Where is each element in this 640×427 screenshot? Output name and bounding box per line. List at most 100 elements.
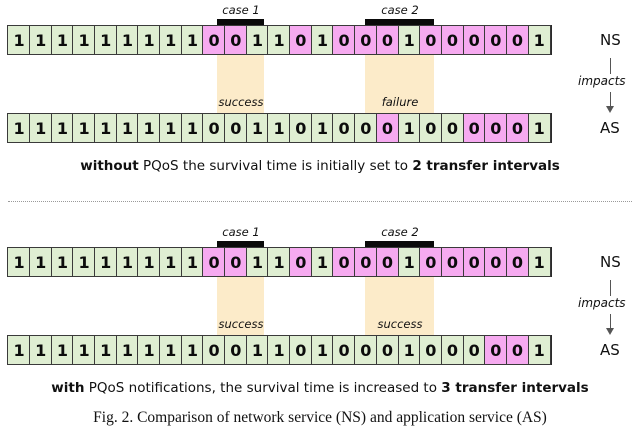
- bit-cell: 0: [462, 335, 486, 365]
- bit-cell: 0: [462, 247, 486, 277]
- panel-divider: [8, 201, 632, 202]
- bit-cell: 1: [29, 247, 53, 277]
- as-label-p1: AS: [600, 119, 620, 137]
- bit-cell: 0: [440, 247, 465, 277]
- bit-cell: 1: [159, 247, 183, 277]
- bit-cell: 1: [527, 247, 551, 277]
- bit-cell: 0: [440, 25, 465, 55]
- case2-bar-p1: [364, 19, 435, 25]
- highlight-band-case1-p2: [217, 268, 264, 345]
- bit-cell: 0: [375, 113, 400, 143]
- bit-cell: 0: [202, 113, 226, 143]
- case1-label-p2: case 1: [222, 225, 260, 239]
- bit-cell: 1: [310, 335, 335, 365]
- bit-cell: 1: [137, 335, 161, 365]
- bit-cell: 1: [159, 335, 183, 365]
- bit-cell: 1: [94, 25, 118, 55]
- bit-cell: 0: [354, 335, 378, 365]
- bit-cell: 0: [354, 25, 378, 55]
- impacts-line-bottom-p1: [610, 92, 611, 108]
- bit-cell: 1: [397, 113, 421, 143]
- bit-cell: 0: [202, 335, 226, 365]
- bit-cell: 0: [289, 247, 313, 277]
- impacts-arrowhead-p1: [606, 106, 614, 113]
- case1-label-p1: case 1: [222, 3, 260, 17]
- panel-caption-2: with PQoS notifications, the survival ti…: [0, 380, 640, 396]
- bit-cell: 1: [137, 113, 161, 143]
- bit-cell: 1: [94, 335, 118, 365]
- bit-cell: 0: [224, 25, 248, 55]
- bit-cell: 1: [245, 335, 270, 365]
- bit-cell: 0: [354, 247, 378, 277]
- bit-cell: 1: [29, 25, 53, 55]
- bit-cell: 0: [224, 247, 248, 277]
- bit-cell: 0: [332, 25, 356, 55]
- bit-cell: 1: [527, 25, 551, 55]
- bit-cell: 0: [289, 335, 313, 365]
- bit-cell: 0: [289, 25, 313, 55]
- bit-cell: 0: [462, 25, 486, 55]
- case2-bar-p2: [364, 241, 435, 247]
- impacts-label-p1: impacts: [578, 74, 626, 88]
- bit-cell: 1: [7, 25, 31, 55]
- ns-label-p1: NS: [600, 31, 621, 49]
- case2-label-p1: case 2: [381, 3, 419, 17]
- bit-cell: 0: [375, 25, 400, 55]
- bit-cell: 1: [94, 247, 118, 277]
- bit-cell: 1: [50, 335, 75, 365]
- bit-cell: 1: [7, 335, 31, 365]
- bit-cell: 1: [180, 247, 205, 277]
- bit-cell: 1: [137, 247, 161, 277]
- bit-cell: 0: [419, 335, 443, 365]
- bit-cell: 1: [50, 113, 75, 143]
- bit-cell: 1: [180, 113, 205, 143]
- bit-cell: 0: [505, 335, 530, 365]
- outcome-case2-p1: failure: [381, 95, 419, 109]
- bit-cell: 1: [267, 113, 291, 143]
- bit-cell: 0: [224, 335, 248, 365]
- bit-cell: 0: [202, 25, 226, 55]
- bit-cell: 0: [419, 113, 443, 143]
- as-label-p2: AS: [600, 341, 620, 359]
- bit-cell: 1: [50, 247, 75, 277]
- bit-cell: 1: [72, 25, 96, 55]
- caption-prefix-2: with: [51, 380, 85, 396]
- caption-rest-1: PQoS the survival time is initially set …: [138, 158, 413, 174]
- bit-cell: 1: [94, 113, 118, 143]
- ns-label-p2: NS: [600, 253, 621, 271]
- bit-cell: 0: [332, 113, 356, 143]
- bit-cell: 0: [484, 25, 508, 55]
- bit-cell: 1: [245, 113, 270, 143]
- bit-cell: 0: [505, 247, 530, 277]
- bit-cell: 1: [397, 25, 421, 55]
- bit-cell: 1: [159, 113, 183, 143]
- bit-cell: 1: [115, 335, 140, 365]
- figure-caption: Fig. 2. Comparison of network service (N…: [93, 409, 547, 426]
- bit-cell: 0: [440, 113, 465, 143]
- highlight-band-case2-p2: [364, 268, 435, 345]
- highlight-band-case2-p1: [364, 46, 435, 123]
- bit-cell: 1: [29, 335, 53, 365]
- bit-cell: 1: [527, 335, 551, 365]
- bit-cell: 0: [332, 335, 356, 365]
- bit-cell: 0: [440, 335, 465, 365]
- bit-cell: 1: [115, 247, 140, 277]
- bit-cell: 0: [484, 113, 508, 143]
- bit-cell: 1: [527, 113, 551, 143]
- bit-cell: 1: [50, 25, 75, 55]
- bit-cell: 0: [224, 113, 248, 143]
- bit-cell: 1: [180, 25, 205, 55]
- bit-cell: 1: [245, 247, 270, 277]
- bit-cell: 0: [202, 247, 226, 277]
- highlight-band-case1-p1: [217, 46, 264, 123]
- bit-cell: 0: [375, 335, 400, 365]
- impacts-line-top-p2: [610, 280, 611, 296]
- bit-cell: 1: [159, 25, 183, 55]
- case2-label-p2: case 2: [381, 225, 419, 239]
- caption-rest-2: PQoS notifications, the survival time is…: [84, 380, 442, 396]
